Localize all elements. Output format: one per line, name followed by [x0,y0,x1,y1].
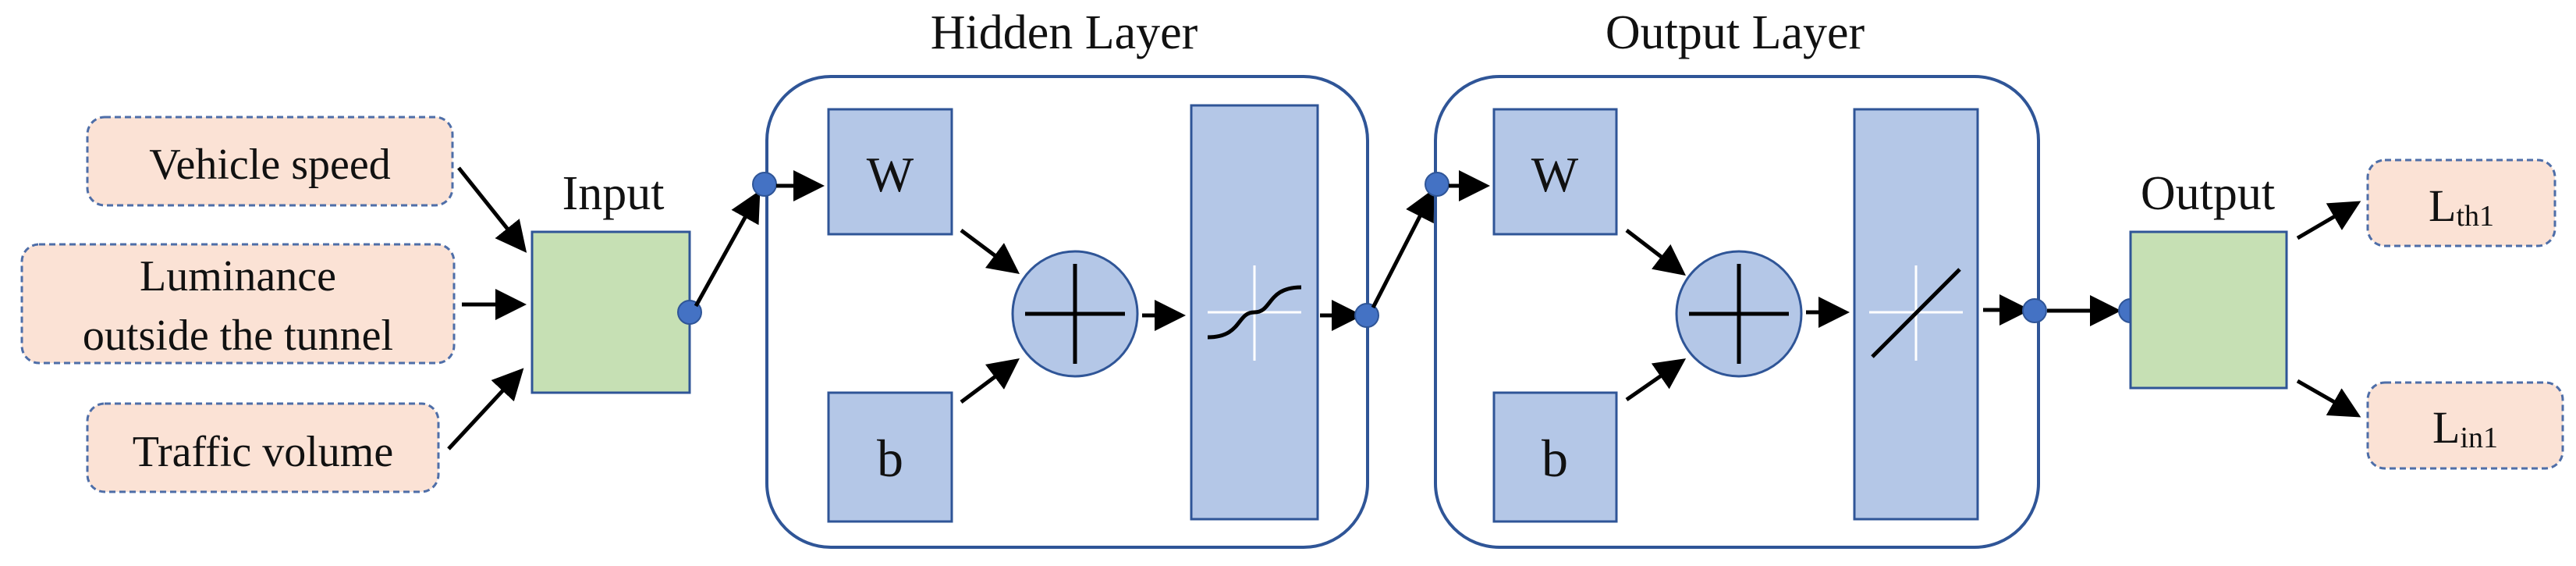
arrow-speed-to-input [457,166,527,253]
output-node [2129,230,2288,390]
output-weight-label: W [1531,147,1579,202]
hidden-weight-block [827,108,953,236]
arrow-to-output-lin1 [2296,379,2361,418]
sigmoid-activation-icon [1190,104,1319,521]
output-layer: Output Layer W b [1425,6,2047,549]
arrow-hidden-to-output-layer [1371,188,1435,309]
input-feature-traffic-volume: Traffic volume [86,402,440,493]
arrow-input-to-hidden [694,190,761,308]
input-feature-luminance: Luminance outside the tunnel [20,243,456,365]
output-title: Output [2141,167,2275,220]
hidden-layer-title: Hidden Layer [931,6,1198,59]
output-label-lin1: Lin1 [2432,402,2498,454]
input-label-luminance-line1: Luminance [140,252,336,301]
hidden-weight-label: W [867,147,914,202]
arrow-to-output-lth1 [2296,201,2361,240]
output-layer-input-dot [1425,172,1449,197]
output-sum-icon [1675,250,1803,378]
input-node [530,230,691,394]
arrow-hidden-weight-to-sum [960,228,1020,274]
output-weight-block [1492,108,1618,236]
output-bias-block [1492,391,1618,523]
input-label-traffic-volume: Traffic volume [133,428,393,476]
hidden-layer-output-dot [1354,303,1379,328]
hidden-sum-icon [1011,250,1139,378]
output-label-lth1-box: Lth1 [2366,158,2556,247]
output-label-lth1: Lth1 [2429,180,2494,233]
arrow-traffic-to-input [447,368,524,450]
input-arrows [447,166,527,450]
output-lth1-main: L [2429,180,2456,231]
arrow-output-bias-to-sum [1625,358,1687,402]
output-lin1-subscript: in1 [2460,422,2498,454]
output-layer-output-dot [2022,298,2047,323]
input-title: Input [562,167,665,220]
linear-activation-icon [1853,108,1979,521]
input-node-connector-dot [677,300,702,325]
arrow-hidden-bias-to-sum [960,358,1020,404]
input-feature-vehicle-speed: Vehicle speed [86,116,454,207]
hidden-bias-block [827,391,953,523]
output-label-lin1-box: Lin1 [2366,381,2564,470]
output-bias-label: b [1542,429,1568,488]
output-layer-title: Output Layer [1606,6,1865,59]
output-lin1-main: L [2432,402,2460,453]
input-label-luminance-line2: outside the tunnel [83,311,393,360]
input-label-vehicle-speed: Vehicle speed [149,141,390,189]
hidden-layer-input-dot [752,172,777,197]
hidden-layer: Hidden Layer W b [752,6,1379,549]
output-lth1-subscript: th1 [2456,200,2494,233]
arrow-output-weight-to-sum [1625,229,1686,276]
hidden-bias-label: b [877,429,903,488]
